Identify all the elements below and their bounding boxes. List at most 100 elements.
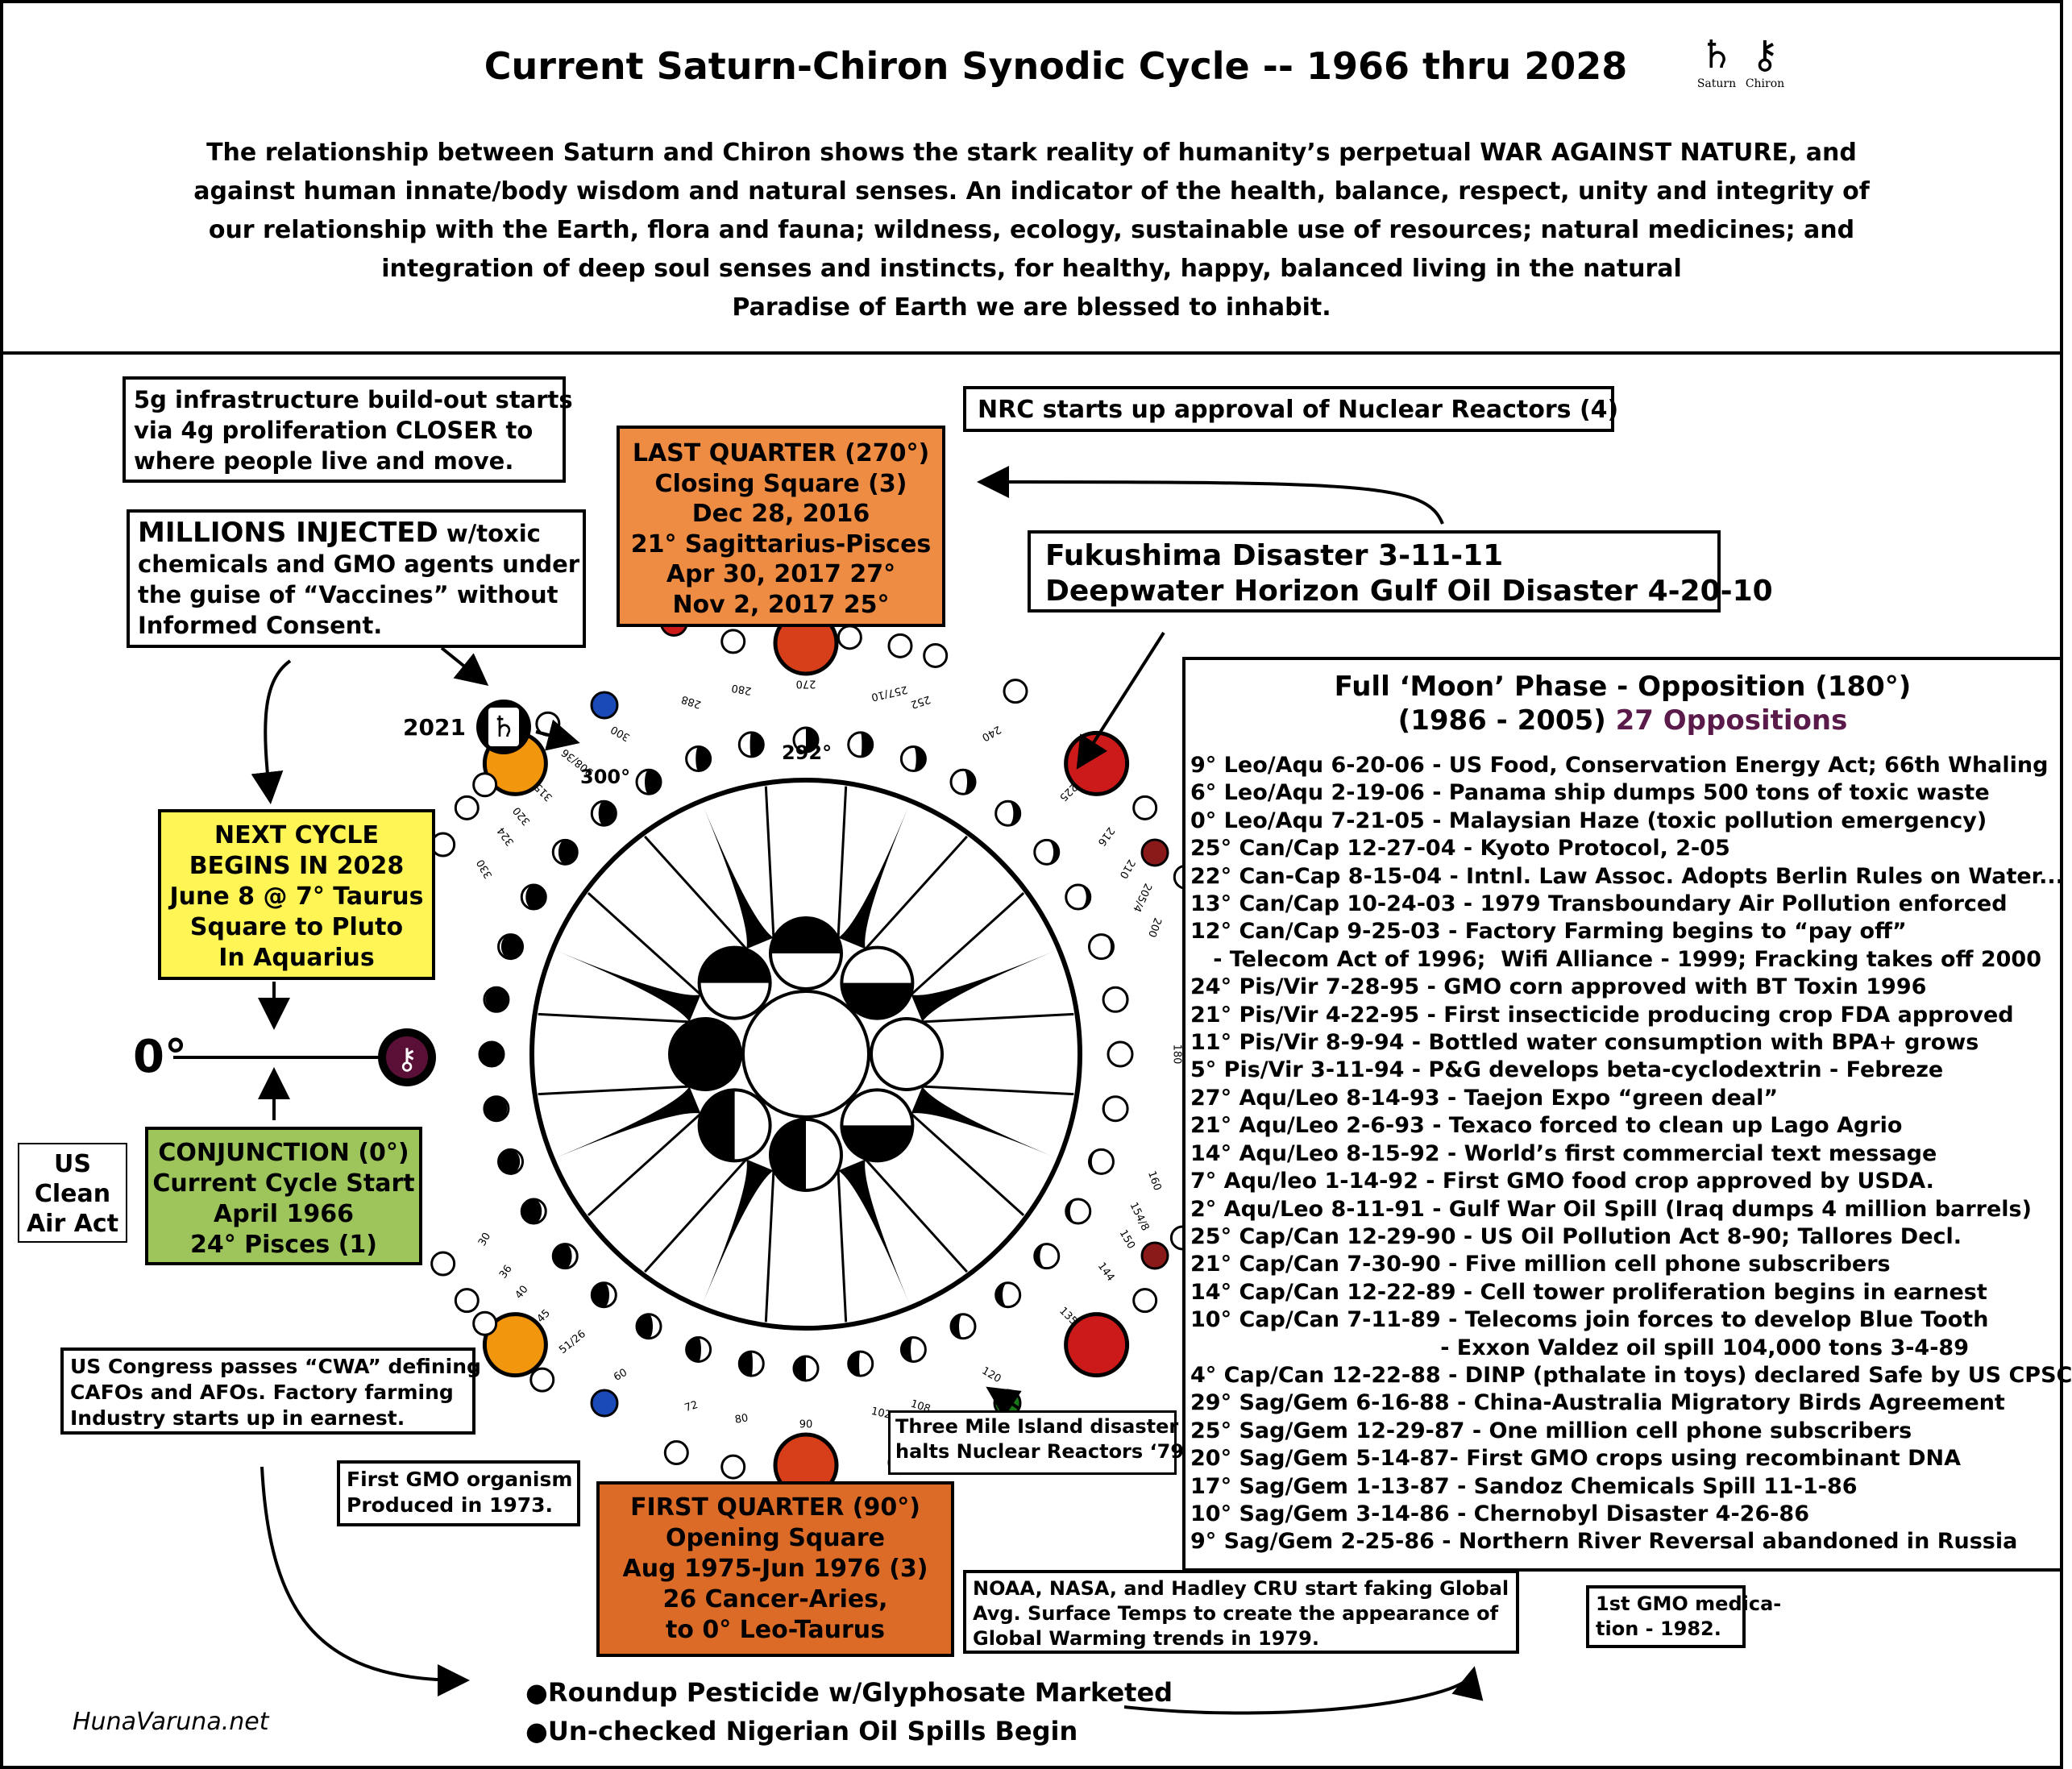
inner-phase-fill (841, 982, 913, 1019)
opposition-item: 9° Sag/Gem 2-25-86 - Northern River Reve… (1190, 1529, 2018, 1555)
aspect-label: 240 (979, 723, 1003, 743)
opposition-item: 2° Aqu/Leo 8-11-91 - Gulf War Oil Spill … (1190, 1196, 2032, 1222)
note-fukushima-line: Deepwater Horizon Gulf Oil Disaster 4-20… (1045, 575, 1773, 608)
note-fukushima-line: Fukushima Disaster 3-11-11 (1045, 539, 1504, 572)
phase-ring-fill (913, 746, 926, 771)
full-moon-count: 27 Oppositions (1615, 704, 1848, 737)
chiron-marker-inner (386, 1036, 428, 1078)
full-moon-title: Full ‘Moon’ Phase - Opposition (180°) (1334, 671, 1912, 703)
aspect-label: 210 (1117, 857, 1137, 880)
opposition-item: 10° Cap/Can 7-11-89 - Telecoms join forc… (1190, 1307, 1989, 1333)
wheel-petal-line (587, 1112, 702, 1216)
wheel-cusp (911, 949, 1058, 1022)
note-cwa-line: CAFOs and AFOs. Factory farming (70, 1381, 454, 1404)
phase-ring-fill (500, 934, 523, 959)
inner-phase-fill (841, 1125, 913, 1161)
opposition-item: 4° Cap/Can 12-22-88 - DINP (pthalate in … (1190, 1362, 2072, 1388)
wheel-center-circle (741, 990, 870, 1119)
wheel-petal-line (922, 1085, 1074, 1096)
phase-ring-fill (521, 1199, 542, 1223)
opposition-item: 21° Pis/Vir 4-22-95 - First insecticide … (1190, 1002, 2014, 1028)
full-moon-subtitle: (1986 - 2005) 27 Oppositions (1190, 704, 2055, 737)
millions-headline-rest: w/toxic (438, 520, 541, 547)
major-aspect-circle (482, 1312, 548, 1378)
phase-ring-fill (848, 1352, 861, 1377)
minor-aspect-circle (1140, 838, 1169, 867)
wheel-petal-line (538, 1085, 690, 1096)
arrow-to-noaa (1123, 1666, 1484, 1715)
intro-line: against human innate/body wisdom and nat… (193, 177, 1870, 206)
minor-aspect-circle (1132, 1288, 1158, 1314)
wheel-petal-line (764, 1170, 775, 1323)
minor-aspect-circle (1140, 1241, 1169, 1270)
aspect-label: 257/10 (870, 683, 909, 703)
last-quarter-line: Closing Square (3) (654, 469, 907, 498)
full-moon-panel: Full ‘Moon’ Phase - Opposition (180°) (1… (1182, 657, 2072, 1572)
wheel-petal-line (764, 786, 775, 938)
phase-ring-fill (806, 728, 818, 752)
conjunction-line: April 1966 (214, 1200, 354, 1228)
wheel-petal-line (864, 835, 968, 950)
next-cycle-line: Square to Pluto (189, 913, 404, 941)
opposition-item: - Telecom Act of 1996; Wifi Alliance - 1… (1190, 946, 2041, 972)
first-quarter-line: to 0° Leo-Taurus (665, 1616, 886, 1644)
note-three-mile-island: Three Mile Island disaster halts Nuclear… (888, 1410, 1184, 1475)
first-quarter-line: 26 Cancer-Aries, (662, 1585, 888, 1613)
note-noaa-line: Global Warming trends in 1979. (973, 1627, 1319, 1650)
opposition-item: 17° Sag/Gem 1-13-87 - Sandoz Chemicals S… (1190, 1473, 1858, 1499)
wheel-petal-line (837, 1170, 848, 1323)
wheel-petal-line (910, 892, 1025, 996)
note-first-gmo-medication: 1st GMO medica- tion - 1982. (1586, 1585, 1781, 1648)
chiron-label: Chiron (1745, 77, 1785, 90)
opposition-item: 14° Aqu/Leo 8-15-92 - World’s first comm… (1190, 1140, 1937, 1166)
chiron-icon: ⚷ (1750, 32, 1779, 77)
us-clean-air-line: Air Act (26, 1210, 119, 1238)
aspect-label: 280 (731, 681, 753, 696)
note-nrc-text: NRC starts up approval of Nuclear Reacto… (978, 396, 1619, 424)
aspect-label: 40 (513, 1284, 531, 1302)
minor-aspect-circle (887, 633, 913, 658)
minor-aspect-circle (720, 629, 746, 654)
three-mile-line: Three Mile Island disaster (895, 1415, 1179, 1438)
connector-arrows (251, 466, 1484, 1715)
phase-ring-fill (485, 987, 509, 1012)
aspect-label: 160 (1145, 1169, 1164, 1192)
wheel-petal-line (538, 1012, 690, 1024)
chiron-glyph: ⚷ Chiron (1741, 32, 1789, 90)
inner-phase-fill (699, 1090, 735, 1161)
arrow-to-nrc (977, 466, 1444, 525)
note-5g: 5g infrastructure build-out starts via 4… (122, 376, 573, 483)
saturn-marker-icon: ♄ (491, 711, 517, 744)
phase-ring-fill (558, 840, 578, 865)
first-quarter-line: Opening Square (665, 1524, 886, 1552)
opposition-item: 20° Sag/Gem 5-14-87- First GMO crops usi… (1190, 1446, 1961, 1472)
phase-ring-fill (1078, 885, 1090, 909)
aspect-label: 180 (1171, 1044, 1183, 1065)
aspect-label: 200 (1145, 916, 1164, 938)
minor-aspect-circle (663, 1440, 689, 1466)
opposition-item: 12° Can/Cap 9-25-03 - Factory Farming be… (1190, 919, 1907, 945)
opposition-item: 25° Cap/Can 12-29-90 - US Oil Pollution … (1190, 1223, 1962, 1249)
note-noaa-line: NOAA, NASA, and Hadley CRU start faking … (973, 1577, 1509, 1600)
note-us-clean-air: US Clean Air Act (18, 1143, 127, 1243)
inner-phase-fill (770, 918, 841, 953)
note-noaa-line: Avg. Surface Temps to create the appeara… (973, 1602, 1499, 1625)
minor-aspect-circle (1132, 795, 1158, 820)
opposition-item: 9° Leo/Aqu 6-20-06 - US Food, Conservati… (1190, 753, 2049, 778)
wheel-cusp (701, 802, 774, 949)
opposition-item: 21° Aqu/Leo 2-6-93 - Texaco forced to cl… (1190, 1113, 1903, 1139)
wheel-petal-line (587, 892, 702, 996)
first-gmo-med-line: tion - 1982. (1596, 1617, 1721, 1640)
aspect-label: 120 (979, 1365, 1003, 1385)
opposition-item: 21° Cap/Can 7-30-90 - Five million cell … (1190, 1252, 1891, 1277)
phase-ring-fill (995, 1282, 1008, 1307)
inner-phase-circle (870, 1017, 944, 1091)
phase-ring-fill (1101, 934, 1114, 959)
minor-aspect-circle (837, 625, 862, 650)
phase-ring-fill (637, 1314, 653, 1339)
first-quarter-line: FIRST QUARTER (90°) (630, 1493, 920, 1522)
phase-ring-fill (749, 732, 764, 757)
next-cycle-line: In Aquarius (218, 944, 375, 972)
first-gmo-organism-line: Produced in 1973. (347, 1493, 554, 1517)
us-clean-air-line: US (54, 1150, 91, 1178)
